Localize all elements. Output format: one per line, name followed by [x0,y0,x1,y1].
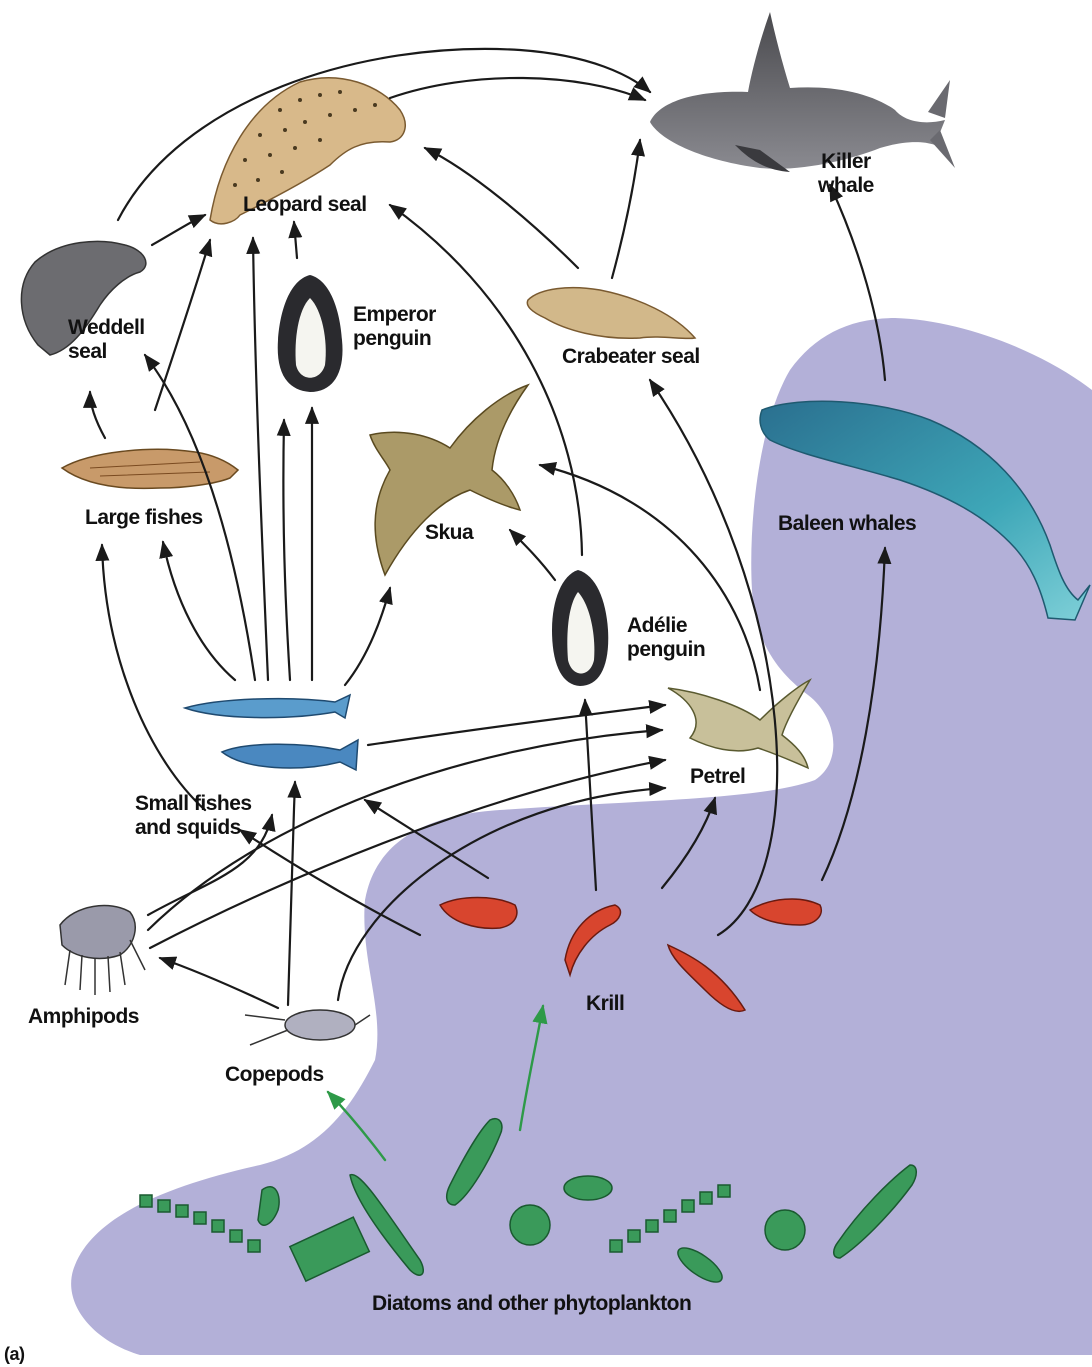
arrow-crabeater-to-killer-whale [612,140,640,278]
crabeater-seal-illustration [527,288,695,339]
arrow-copepods-to-amphipods [160,958,278,1008]
label-baleen-whales: Baleen whales [778,512,916,536]
large-fishes-illustration [62,449,238,488]
label-adelie-penguin: Adélie penguin [627,614,705,662]
arrow-crabeater-to-leopard [425,148,578,268]
arrow-amphipods-to-large-fishes [102,545,205,810]
killer-whale-illustration [650,12,955,172]
label-amphipods: Amphipods [28,1005,139,1029]
figure-label: (a) [4,1342,25,1366]
arrow-weddell-to-leopard [152,215,205,245]
arrow-adelie-to-skua [510,530,555,580]
arrow-copepods-to-small-fishes [288,782,295,1005]
label-killer-whale: Killer whale [818,150,874,198]
label-phytoplankton: Diatoms and other phytoplankton [372,1292,691,1316]
label-small-fishes-squids: Small fishes and squids [135,792,252,840]
label-krill: Krill [586,992,624,1016]
arrow-small-fishes-to-leopard [253,238,268,680]
emperor-penguin-illustration [278,275,343,392]
arrow-emperor-to-leopard [294,222,297,258]
arrow-small-fishes-to-skua [345,588,390,685]
arrow-large-fishes-to-leopard [155,240,210,410]
arrow-leopard-to-killer-whale [390,78,645,100]
small-fishes-squids-illustration [185,695,358,770]
arrow-small-fishes-to-large-fishes [163,542,235,680]
amphipods-illustration [60,906,145,995]
label-copepods: Copepods [225,1063,324,1087]
label-leopard-seal: Leopard seal [243,193,367,217]
label-weddell-seal: Weddell seal [68,316,145,364]
label-emperor-penguin: Emperor penguin [353,303,436,351]
label-skua: Skua [425,521,473,545]
arrow-small-fishes-to-emperor [283,420,290,680]
label-large-fishes: Large fishes [85,506,203,530]
adelie-penguin-illustration [552,570,608,686]
skua-illustration [370,385,528,575]
label-crabeater-seal: Crabeater seal [562,345,700,369]
arrow-small-fishes-to-petrel [368,705,665,745]
arrow-large-fishes-to-weddell [90,392,105,438]
petrel-illustration [668,680,810,768]
label-petrel: Petrel [690,765,745,789]
copepods-illustration [245,1010,370,1045]
